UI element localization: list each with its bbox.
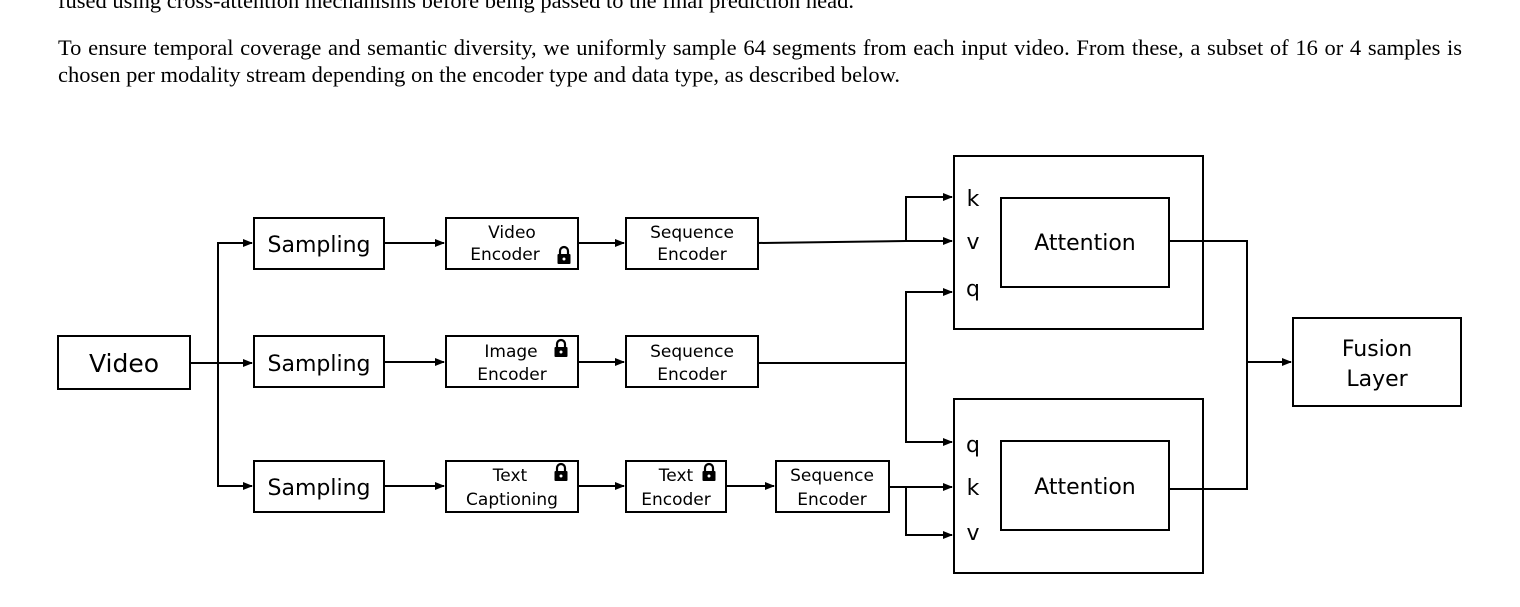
sampling-label-3: Sampling [268,476,371,501]
fusion-layer-label-line2: Layer [1346,367,1408,392]
sequence-encoder-label-1-line2: Encoder [657,245,727,265]
text-captioning-label-line1: Text [492,466,528,486]
paragraph-2: To ensure temporal coverage and semantic… [58,35,1462,87]
text-encoder-label-line2: Encoder [641,490,711,510]
image-encoder-label-line1: Image [484,342,537,362]
video-encoder-label-line1: Video [488,223,536,243]
text-captioning-label-line2: Captioning [466,490,558,510]
attention-label-1: Attention [1034,231,1136,256]
attention-outer-box-1 [953,155,1204,330]
attention-1-input-v: v [966,230,979,255]
fusion-layer-label-line1: Fusion [1342,337,1412,362]
attention-2-input-q: q [966,433,980,458]
attention-inner-box-1 [1000,197,1170,288]
lock-icon [701,462,717,483]
attention-label-2: Attention [1034,475,1136,500]
sequence-encoder-label-1-line1: Sequence [650,223,734,243]
attention-outer-box-2 [953,398,1204,574]
attention-2-input-v: v [966,521,979,546]
sequence-encoder-box-2 [625,335,759,388]
video-encoder-label-line2: Encoder [470,245,540,265]
lock-icon [553,338,569,359]
attention-1-input-q: q [966,277,980,302]
connectors [190,193,1292,539]
lock-icon [556,245,572,266]
video-label: Video [89,349,159,378]
sampling-label-1: Sampling [268,233,371,258]
paragraph-1: fused using cross-attention mechanisms b… [58,0,855,13]
sequence-encoder-label-3-line2: Encoder [797,490,867,510]
sequence-encoder-label-2-line1: Sequence [650,342,734,362]
text-encoder-label-line1: Text [658,466,694,486]
sequence-encoder-box-1 [625,217,759,270]
lock-icon [553,462,569,483]
fusion-layer-box [1292,317,1462,407]
sampling-label-2: Sampling [268,352,371,377]
sequence-encoder-label-3-line1: Sequence [790,466,874,486]
attention-2-input-k: k [967,476,980,501]
attention-inner-box-2 [1000,440,1170,531]
sequence-encoder-label-2-line2: Encoder [657,365,727,385]
image-encoder-label-line2: Encoder [477,365,547,385]
attention-1-input-k: k [967,187,980,212]
